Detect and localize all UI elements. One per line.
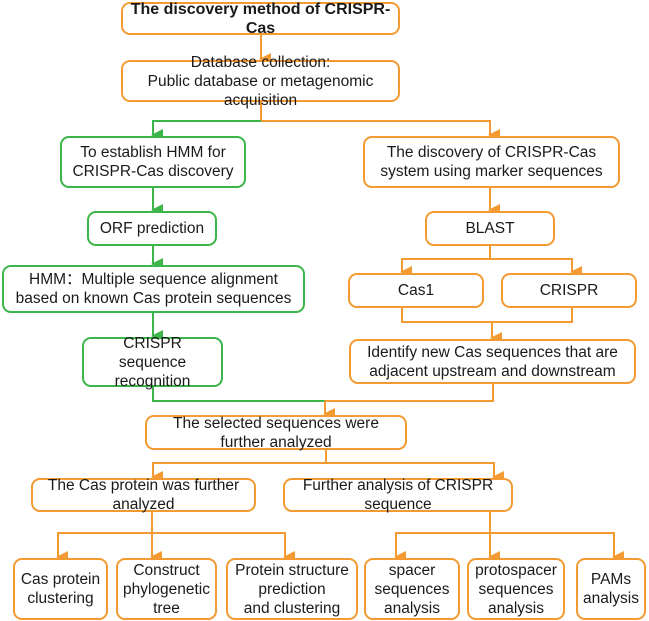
node-structure-prediction: Protein structure prediction and cluster… bbox=[226, 558, 358, 620]
node-title-text: The discovery method of CRISPR-Cas bbox=[130, 0, 391, 37]
node-cas1: Cas1 bbox=[348, 273, 484, 308]
node-spacer-analysis-text: spacer sequences analysis bbox=[374, 561, 450, 617]
node-identify-new-cas-text: Identify new Cas sequences that are adja… bbox=[367, 343, 618, 380]
arrow-database-to-hmm bbox=[151, 120, 261, 141]
connector-recognition-merge bbox=[152, 387, 325, 402]
arrow-crispr-to-spacer bbox=[394, 532, 490, 563]
node-blast: BLAST bbox=[425, 211, 555, 246]
node-crispr-text: CRISPR bbox=[539, 282, 599, 299]
arrow-selected-to-crispr bbox=[326, 462, 504, 483]
node-crispr-recognition: CRISPR sequence recognition bbox=[82, 335, 223, 390]
node-hmm-alignment: HMM：Multiple sequence alignment based on… bbox=[2, 265, 305, 313]
node-blast-text: BLAST bbox=[465, 220, 515, 237]
node-database-text: Database collection: Public database or … bbox=[147, 53, 374, 109]
node-structure-prediction-text: Protein structure prediction and cluster… bbox=[235, 561, 349, 617]
node-pams-analysis-text: PAMs analysis bbox=[583, 571, 639, 607]
node-phylogenetic-tree-text: Construct phylogenetic tree bbox=[122, 561, 211, 617]
node-hmm-establish-text: To establish HMM for CRISPR-Cas discover… bbox=[72, 144, 234, 180]
node-pams-analysis: PAMs analysis bbox=[576, 558, 646, 620]
node-crispr-further: Further analysis of CRISPR sequence bbox=[283, 477, 513, 513]
arrow-cas-to-structure bbox=[152, 532, 295, 563]
node-cas-clustering-text: Cas protein clustering bbox=[20, 571, 101, 607]
arrow-crispr-to-pams bbox=[490, 532, 624, 563]
connector-cas1-crispr-merge bbox=[401, 308, 573, 323]
node-crispr-recognition-text: CRISPR sequence recognition bbox=[114, 334, 191, 390]
node-hmm-alignment-text: HMM：Multiple sequence alignment based on… bbox=[15, 271, 292, 307]
node-phylogenetic-tree: Construct phylogenetic tree bbox=[116, 558, 217, 620]
node-orf-text: ORF prediction bbox=[99, 220, 205, 237]
node-spacer-analysis: spacer sequences analysis bbox=[364, 558, 460, 620]
node-cas-clustering: Cas protein clustering bbox=[13, 558, 108, 620]
node-database: Database collection: Public database or … bbox=[121, 54, 400, 109]
connector-identify-merge bbox=[325, 384, 494, 402]
node-crispr: CRISPR bbox=[501, 273, 637, 308]
node-crispr-further-text: Further analysis of CRISPR sequence bbox=[302, 477, 494, 513]
node-orf: ORF prediction bbox=[87, 211, 217, 246]
node-selected-analyzed-text: The selected sequences were further anal… bbox=[173, 414, 379, 451]
node-hmm-establish: To establish HMM for CRISPR-Cas discover… bbox=[60, 136, 246, 188]
arrow-blast-to-cas1 bbox=[400, 258, 490, 278]
node-marker-discovery: The discovery of CRISPR-Cas system using… bbox=[363, 136, 620, 188]
arrow-cas-to-clustering bbox=[56, 532, 152, 563]
node-protospacer-analysis-text: protospacer sequences analysis bbox=[475, 561, 557, 617]
node-cas-protein-analyzed-text: The Cas protein was further analyzed bbox=[47, 477, 240, 513]
arrow-database-to-marker bbox=[261, 120, 500, 141]
arrow-blast-to-crispr bbox=[490, 258, 582, 278]
node-cas-protein-analyzed: The Cas protein was further analyzed bbox=[31, 477, 256, 513]
node-title: The discovery method of CRISPR-Cas bbox=[121, 0, 400, 37]
node-marker-discovery-text: The discovery of CRISPR-Cas system using… bbox=[380, 144, 603, 180]
node-protospacer-analysis: protospacer sequences analysis bbox=[467, 558, 565, 620]
node-selected-analyzed: The selected sequences were further anal… bbox=[145, 414, 407, 451]
node-cas1-text: Cas1 bbox=[397, 282, 435, 299]
node-identify-new-cas: Identify new Cas sequences that are adja… bbox=[349, 339, 636, 384]
arrow-selected-to-cas bbox=[151, 462, 326, 483]
